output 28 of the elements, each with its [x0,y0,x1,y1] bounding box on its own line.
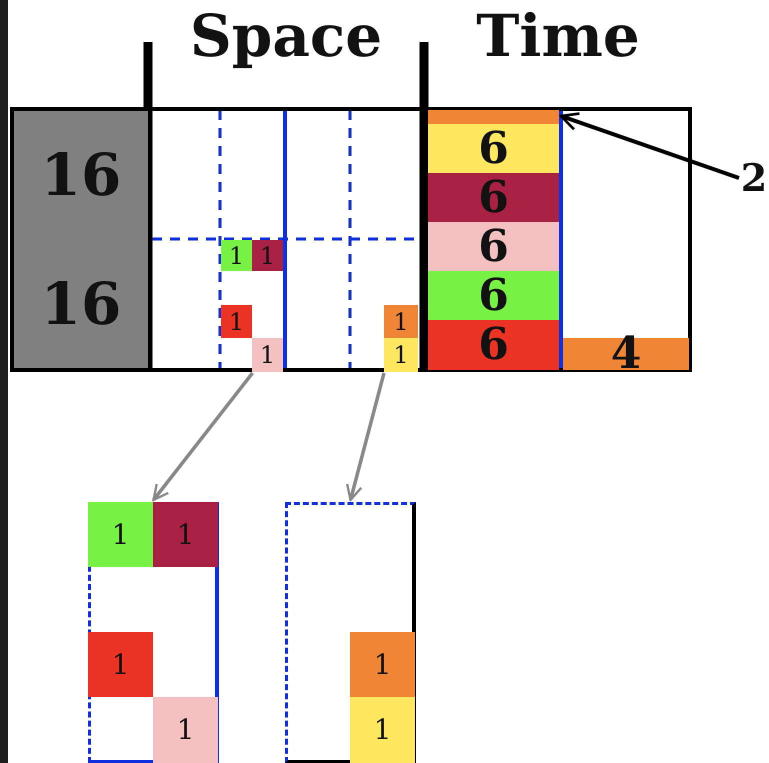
count-cell: 1 [384,338,418,372]
panel-heading: Time [475,7,641,65]
count-cell: 1 [88,632,153,697]
count-cell: 16 [10,239,148,372]
leader-line [560,112,740,180]
zoomed-block [285,502,416,763]
count-cell: 1 [350,632,415,697]
callout-number: 2 [740,158,768,198]
count-cell: 6 [428,124,559,173]
time-bar [428,110,559,124]
count-cell: 1 [221,240,252,271]
count-cell: 1 [153,502,218,567]
arrow [152,372,254,502]
grid-block [220,238,285,372]
count-cell: 6 [428,320,559,370]
count-cell: 1 [384,305,418,338]
count-cell: 1 [252,338,283,372]
count-cell: 6 [428,271,559,320]
count-cell: 16 [10,107,148,239]
count-cell: 6 [428,173,559,222]
count-cell: 1 [153,697,218,763]
zoomed-block [88,502,219,763]
count-cell: 1 [88,502,153,567]
arrow [346,372,386,502]
count-cell: 1 [350,697,415,763]
count-cell: 1 [221,305,252,338]
count-cell: 6 [428,222,559,271]
count-cell: 1 [252,240,283,271]
